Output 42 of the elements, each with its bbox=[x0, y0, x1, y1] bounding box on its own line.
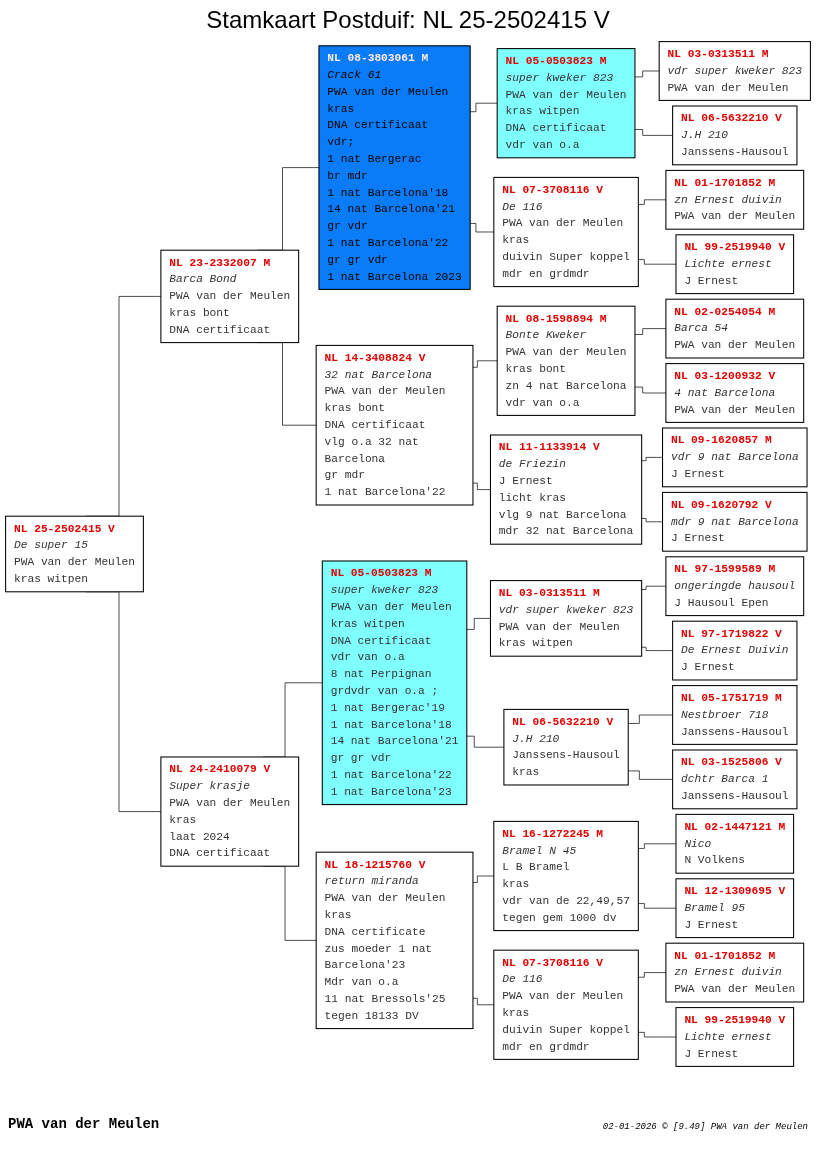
node-box: NL 09-1620857 M vdr 9 nat Barcelona J Ernest bbox=[662, 427, 808, 488]
node-box: NL 06-5632210 V J.H 210 Janssens-Hausoul bbox=[672, 105, 798, 166]
node-box: NL 08-1598894 M Bonte Kweker PWA van der Meulen kras bont zn 4 nat Barcelona vdr van o.a bbox=[496, 305, 636, 416]
node-box: NL 05-0503823 M super kweker 823 PWA van der Meulen kras witpen DNA certificaat vdr van o.a bbox=[496, 48, 636, 159]
node-box: NL 99-2519940 V Lichte ernest J Ernest bbox=[675, 1007, 795, 1067]
node-box: NL 23-2332007 M Barca Bond PWA van der Meulen kras bont DNA certificaat bbox=[160, 249, 300, 344]
connector bbox=[634, 129, 673, 136]
connector bbox=[472, 482, 491, 490]
connector bbox=[466, 618, 491, 630]
node-box: NL 14-3408824 V 32 nat Barcelona PWA van der Meulen kras bont DNA certificaat vlg o.a 32 nat Barcelona gr mdr 1 nat Barcelona'22 bbox=[315, 344, 474, 506]
node-box: NL 09-1620792 V mdr 9 nat Barcelona J Ernest bbox=[662, 491, 808, 552]
node-box: NL 05-1751719 M Nestbroer 718 Janssens-Hausoul bbox=[672, 685, 798, 745]
node-box: NL 01-1701852 M zn Ernest duivin PWA van der Meulen bbox=[665, 169, 805, 230]
node-box: NL 25-2502415 V De super 15 PWA van der Meulen kras witpen bbox=[5, 515, 144, 593]
node-box: NL 08-3803061 M Crack 61 PWA van der Meulen kras DNA certificaat vdr; 1 nat Bergerac br mdr 1 nat Barcelona'18 14 nat Barcelona'21 gr vdr 1 nat Barcelona'22 gr gr vdr 1 nat Barcelona 2023 bbox=[318, 45, 471, 290]
node-box: NL 16-1272245 M Bramel N 45 L B Bramel kras vdr van de 22,49,57 tegen gem 1000 dv bbox=[493, 820, 639, 932]
node-box: NL 06-5632210 V J.H 210 Janssens-Hausoul kras bbox=[503, 708, 629, 786]
node-box: NL 03-1200932 V 4 nat Barcelona PWA van der Meulen bbox=[665, 363, 805, 423]
connector bbox=[634, 70, 660, 78]
node-box: NL 99-2519940 V Lichte ernest J Ernest bbox=[675, 234, 795, 295]
connector bbox=[641, 646, 673, 651]
node-box: NL 07-3708116 V De 116 PWA van der Meulen kras duivin Super koppel mdr en grdmdr bbox=[493, 176, 639, 288]
node-box: NL 03-1525806 V dchtr Barca 1 Janssens-Hausoul bbox=[672, 749, 798, 810]
node-box: NL 18-1215760 V return miranda PWA van der Meulen kras DNA certificate zus moeder 1 nat Barcelona'23 Mdr van o.a 11 nat Bressols'25 tegen 18133 DV bbox=[315, 851, 474, 1030]
node-box: NL 05-0503823 M super kweker 823 PWA van der Meulen kras witpen DNA certificaat vdr van o.a 8 nat Perpignan grdvdr van o.a ; 1 nat Bergerac'19 1 nat Barcelona'18 14 nat Barcelona'21 gr gr vdr 1 nat Barcelona'22 1 nat Barcelona'23 bbox=[321, 560, 468, 806]
node-box: NL 03-0313511 M vdr super kweker 823 PWA van der Meulen bbox=[658, 41, 811, 101]
node-box: NL 12-1309695 V Bramel 95 J Ernest bbox=[675, 878, 795, 939]
node-box: NL 24-2410079 V Super krasje PWA van der Meulen kras laat 2024 DNA certificaat bbox=[160, 756, 300, 867]
node-box: NL 11-1133914 V de Friezin J Ernest licht kras vlg 9 nat Barcelona mdr 32 nat Barcelona bbox=[489, 434, 643, 545]
node-box: NL 01-1701852 M zn Ernest duivin PWA van der Meulen bbox=[665, 942, 805, 1003]
node-box: NL 02-0254054 M Barca 54 PWA van der Meulen bbox=[665, 298, 805, 359]
node-box: NL 07-3708116 V De 116 PWA van der Meulen kras duivin Super koppel mdr en grdmdr bbox=[493, 949, 639, 1060]
connector bbox=[641, 518, 663, 523]
connector bbox=[472, 360, 498, 368]
node-box: NL 97-1599589 M ongeringde hausoul J Hausoul Epen bbox=[665, 556, 805, 617]
title: Stamkaart Postduif: NL 25-2502415 V bbox=[205, 6, 611, 34]
node-box: NL 02-1447121 M Nico N Volkens bbox=[675, 813, 795, 874]
connector bbox=[641, 457, 663, 462]
owner-name: PWA van der Meulen bbox=[8, 1116, 160, 1132]
footer-note: 02-01-2026 © [9.49] PWA van der Meulen bbox=[602, 1122, 808, 1132]
node-box: NL 03-0313511 M vdr super kweker 823 PWA van der Meulen kras witpen bbox=[489, 580, 643, 657]
node-box: NL 97-1719822 V De Ernest Duivin J Ernest bbox=[672, 620, 798, 681]
